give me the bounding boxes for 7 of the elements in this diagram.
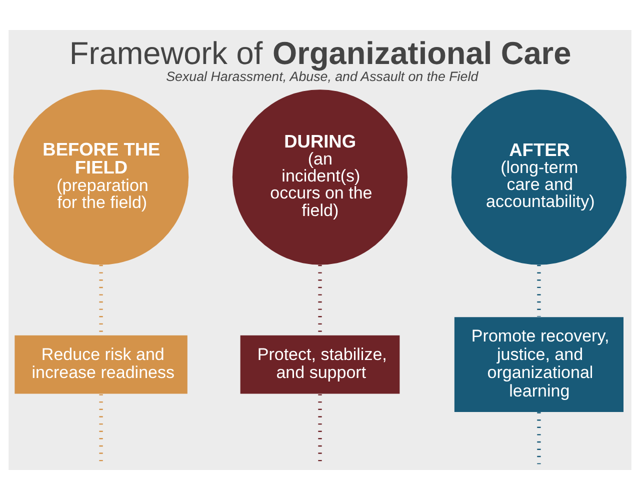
- node-box: Promote recovery, justice, and organizational learning: [454, 317, 624, 412]
- node-circle: DURING (an incident(s) occurs on the field): [232, 90, 408, 265]
- node-box: Reduce risk and increase readiness: [14, 335, 188, 394]
- diagram-title: Framework of Organizational Care: [69, 34, 572, 71]
- node-circle: AFTER (long-term care and accountability): [451, 90, 627, 265]
- node-box: Protect, stabilize, and support: [240, 335, 400, 394]
- node-circle: BEFORE THE FIELD (preparation for the field): [13, 90, 189, 265]
